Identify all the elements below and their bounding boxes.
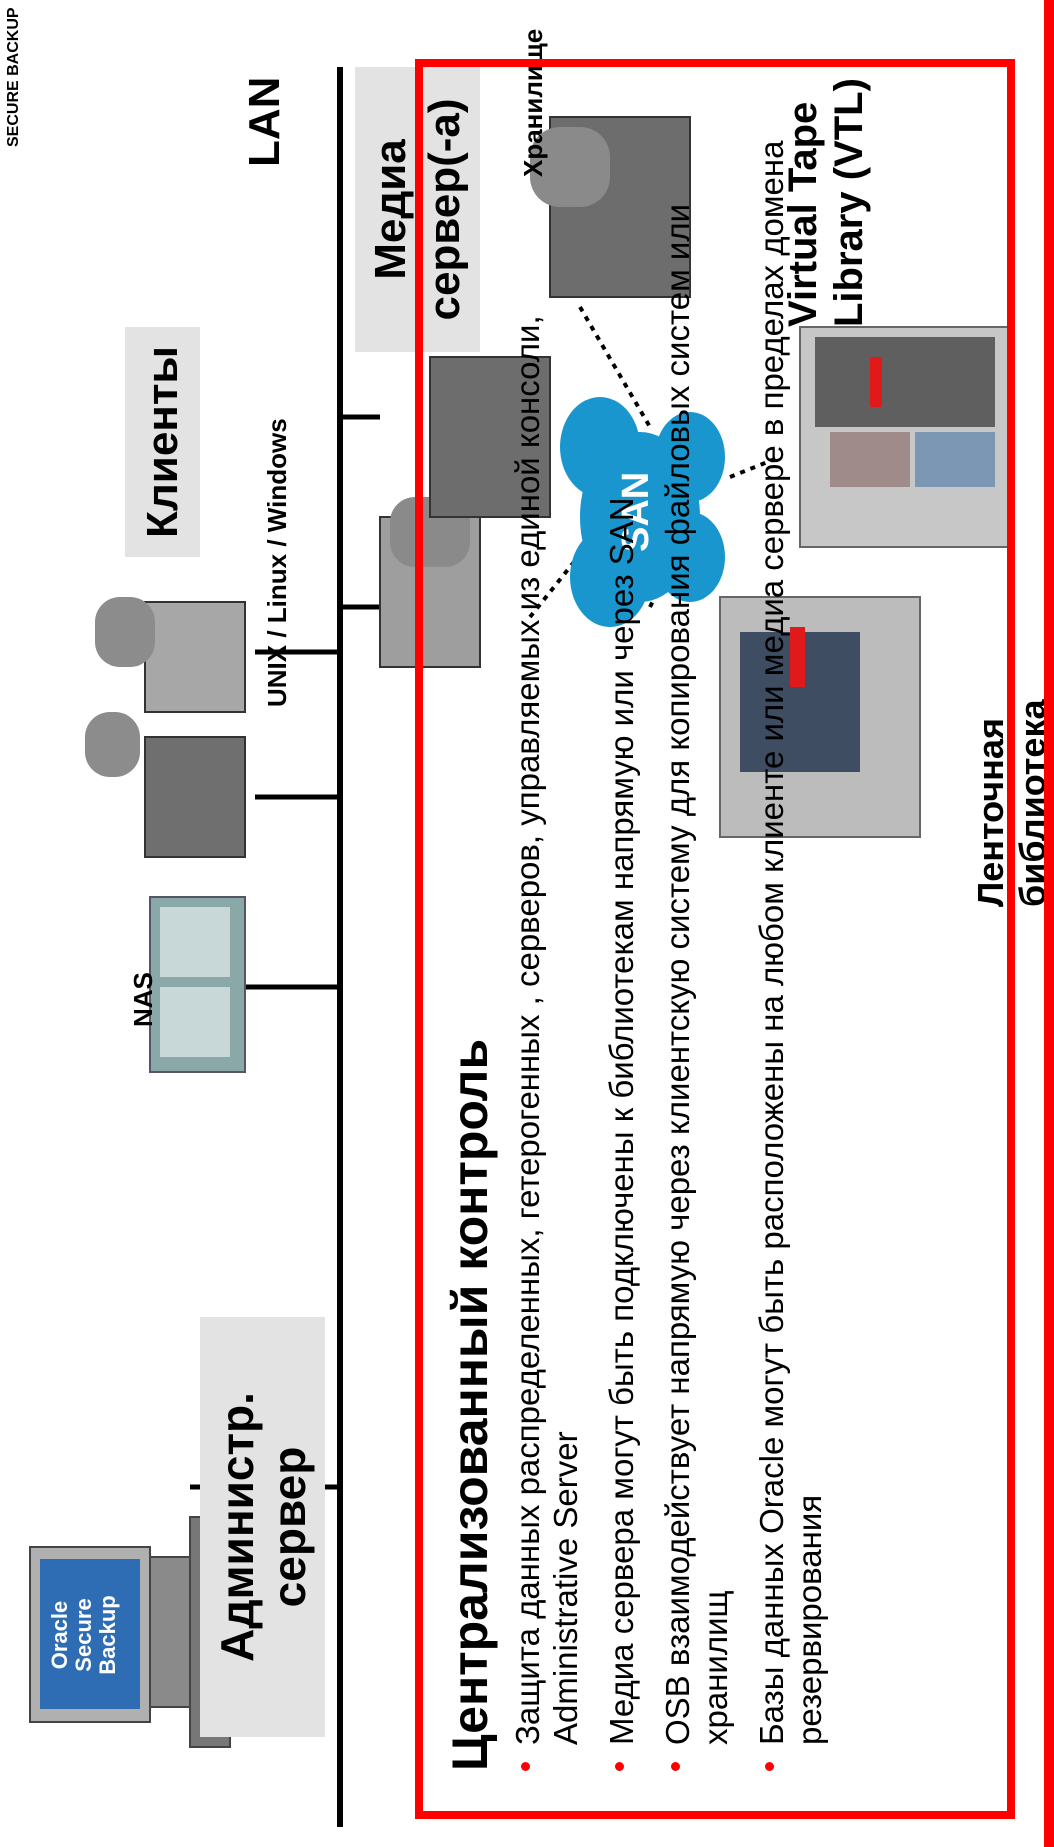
info-title: Централизованный контроль — [442, 1038, 498, 1771]
client-server-icon-1 — [85, 712, 246, 858]
info-box: Централизованный контроль Защита данных … — [415, 59, 1015, 1819]
san-cloud-icon — [560, 397, 725, 627]
info-bullet: Медиа сервера могут быть подключены к би… — [603, 107, 641, 1771]
label-unix-linux-windows: UNIX / Linux / Windows — [262, 418, 292, 707]
bullet-dot — [765, 1762, 774, 1771]
info-bullet-list: Защита данных распределенных, гетерогенн… — [509, 107, 829, 1771]
label-lan: LAN — [240, 76, 289, 167]
bullet-dot — [671, 1762, 680, 1771]
media-server-icon — [429, 356, 551, 518]
info-bullet: Базы данных Oracle могут быть расположен… — [753, 107, 829, 1771]
label-admin-server: Администр. сервер — [200, 1317, 325, 1737]
bullet-dot — [521, 1762, 530, 1771]
info-bullet: Защита данных распределенных, гетерогенн… — [509, 107, 585, 1771]
bullet-dot — [615, 1762, 624, 1771]
info-bullet: OSB взаимодействует напрямую через клиен… — [659, 107, 735, 1771]
label-nas: NAS — [128, 972, 158, 1027]
vtl-icon — [799, 326, 1011, 548]
osb-logo-text: Oracle Secure Backup — [47, 1595, 120, 1675]
accent-bar — [1044, 0, 1054, 1847]
tape-library-icon — [719, 596, 921, 838]
label-clients: Клиенты — [125, 327, 200, 557]
storage-icon — [530, 116, 691, 298]
nas-icon — [149, 896, 246, 1073]
brand-text: SECURE BACKUP — [5, 7, 22, 147]
client-server-icon-2 — [95, 597, 246, 713]
